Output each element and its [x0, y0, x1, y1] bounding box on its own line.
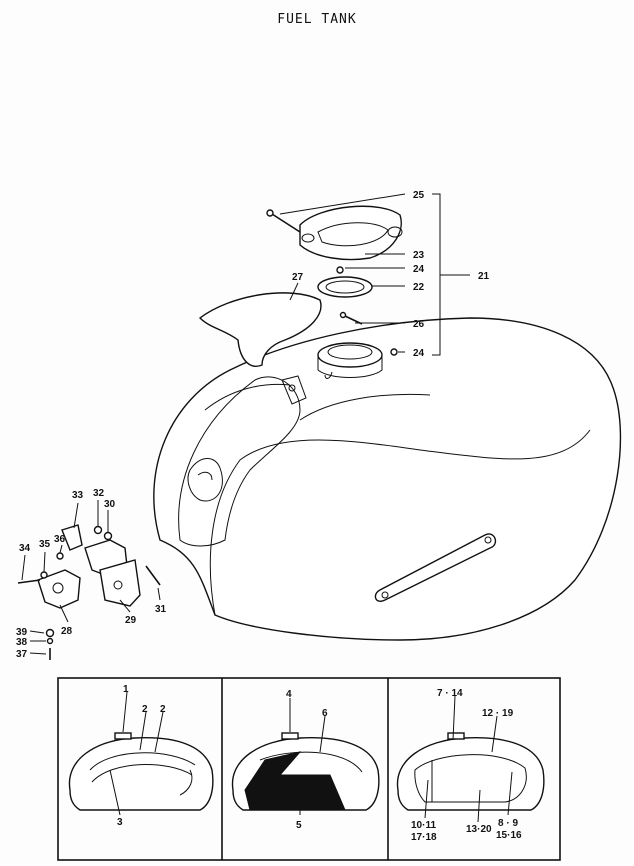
callout-24-lower: 24	[413, 348, 425, 359]
callout-32: 32	[93, 488, 105, 499]
panel2-callout-4: 4	[286, 689, 292, 700]
variant-tank-3: 7 · 14 12 · 19 10·11 17·18 13·20 8 · 9 1…	[396, 688, 545, 843]
panel3-callout-10-11: 10·11	[411, 820, 436, 831]
panel1-callout-1: 1	[123, 684, 129, 695]
callout-numbers: 25 23 24 21 22 27 26 24 33 32 30 34 35 3…	[16, 190, 490, 660]
panel2-callout-6: 6	[322, 708, 328, 719]
mounting-bracket-parts	[17, 524, 161, 660]
panel2-callout-5: 5	[296, 820, 302, 831]
callout-25: 25	[413, 190, 425, 201]
callout-21: 21	[478, 271, 490, 282]
callout-36: 36	[54, 534, 66, 545]
panel3-callout-12-19: 12 · 19	[482, 708, 514, 719]
callout-22: 22	[413, 282, 425, 293]
variant-tank-2: 4 6 5	[231, 689, 380, 831]
panel3-callout-8-9: 8 · 9	[498, 818, 518, 829]
leader-lines	[21, 193, 470, 623]
callout-33: 33	[72, 490, 84, 501]
callout-27: 27	[292, 272, 304, 283]
callout-28: 28	[61, 626, 73, 637]
callout-34: 34	[19, 543, 31, 554]
callout-23: 23	[413, 250, 425, 261]
callout-29: 29	[125, 615, 137, 626]
panel1-callout-2b: 2	[160, 704, 166, 715]
panel3-callout-15-16: 15·16	[496, 830, 522, 841]
panel1-callout-2a: 2	[142, 704, 148, 715]
callout-38: 38	[16, 637, 28, 648]
callout-31: 31	[155, 604, 167, 615]
callout-37: 37	[16, 649, 28, 660]
panel3-callout-17-18: 17·18	[411, 832, 437, 843]
callout-24: 24	[413, 264, 425, 275]
diagram-title: FUEL TANK	[277, 12, 357, 27]
callout-35: 35	[39, 539, 51, 550]
filler-cap-assembly	[198, 205, 403, 367]
fuel-tank-body	[153, 317, 622, 641]
panel3-callout-13-20: 13·20	[466, 824, 492, 835]
callout-30: 30	[104, 499, 116, 510]
panel3-callout-7-14: 7 · 14	[437, 688, 463, 699]
panel1-callout-3: 3	[117, 817, 123, 828]
callout-26: 26	[413, 319, 425, 330]
variant-panels: 1 2 2 3 4 6 5	[57, 677, 561, 861]
callout-39: 39	[16, 627, 28, 638]
variant-tank-1: 1 2 2 3	[68, 684, 214, 828]
